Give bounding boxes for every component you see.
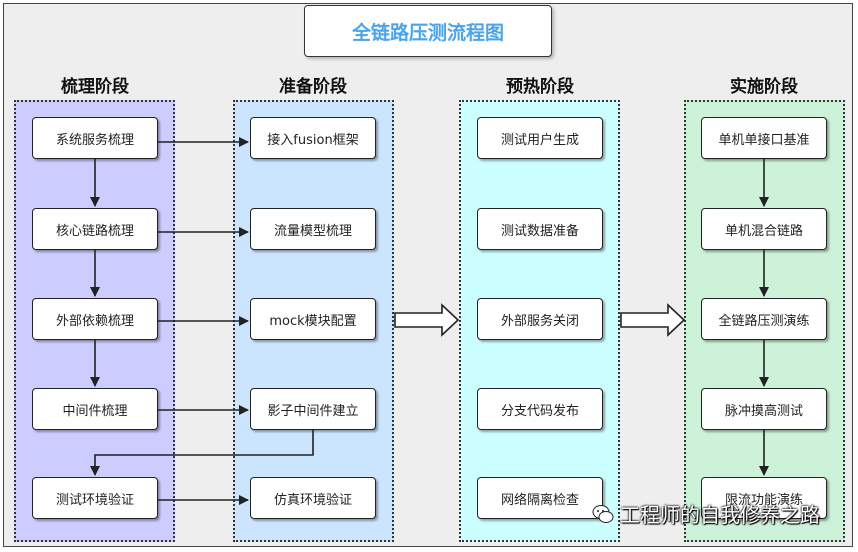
stage-label-implement: 实施阶段: [730, 77, 798, 97]
node-system-service-sort[interactable]: 系统服务梳理: [32, 117, 158, 159]
node-fusion-framework[interactable]: 接入fusion框架: [250, 117, 376, 159]
node-core-link-sort[interactable]: 核心链路梳理: [32, 208, 158, 250]
stage-label-sort: 梳理阶段: [61, 77, 129, 97]
node-single-interface-baseline[interactable]: 单机单接口基准: [701, 117, 827, 159]
node-mock-module-config[interactable]: mock模块配置: [250, 298, 376, 340]
node-test-env-verify[interactable]: 测试环境验证: [32, 477, 158, 519]
node-external-service-close[interactable]: 外部服务关闭: [477, 298, 603, 340]
stage-label-warmup: 预热阶段: [506, 77, 574, 97]
diagram-title: 全链路压测流程图: [304, 5, 552, 57]
watermark-text: 工程师的自我修养之路: [620, 503, 820, 527]
node-pulse-peak-test[interactable]: 脉冲摸高测试: [701, 388, 827, 430]
node-test-data-prepare[interactable]: 测试数据准备: [477, 208, 603, 250]
arrow-elbow: [90, 430, 314, 476]
node-single-mixed-link[interactable]: 单机混合链路: [701, 208, 827, 250]
node-traffic-model-sort[interactable]: 流量模型梳理: [250, 208, 376, 250]
node-external-dependency-sort[interactable]: 外部依赖梳理: [32, 298, 158, 340]
node-rate-limit-drill[interactable]: 限流功能演练: [701, 477, 827, 519]
node-shadow-middleware[interactable]: 影子中间件建立: [250, 388, 376, 430]
wechat-icon: [592, 504, 614, 523]
node-branch-code-release[interactable]: 分支代码发布: [477, 388, 603, 430]
node-middleware-sort[interactable]: 中间件梳理: [32, 388, 158, 430]
node-network-isolation-check[interactable]: 网络隔离检查: [477, 477, 603, 519]
stage-label-prepare: 准备阶段: [279, 77, 347, 97]
stage-arrow-prepare-to-warmup: [394, 303, 460, 337]
node-simulation-env-verify[interactable]: 仿真环境验证: [250, 477, 376, 519]
stage-arrow-warmup-to-implement: [620, 303, 686, 337]
watermark: 工程师的自我修养之路: [592, 499, 820, 528]
node-test-user-generate[interactable]: 测试用户生成: [477, 117, 603, 159]
node-full-link-drill[interactable]: 全链路压测演练: [701, 298, 827, 340]
